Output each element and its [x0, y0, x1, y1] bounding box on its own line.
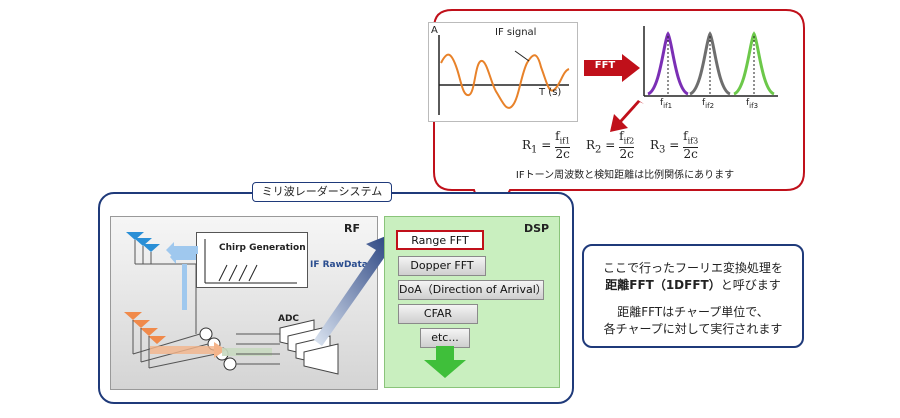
- note-line-3: 距離FFTはチャープ単位で、: [617, 305, 769, 319]
- system-title: ミリ波レーダーシステム: [252, 182, 392, 202]
- fft-arrow: [584, 54, 640, 82]
- if-signal-label: IF signal: [495, 27, 537, 38]
- spectrum-graph: fif1 fif2 fif3: [640, 20, 780, 112]
- explanation-note: ここで行ったフーリエ変換処理を 距離FFT（1DFFT）と呼びます 距離FFTは…: [582, 244, 804, 348]
- formula-r3: R3 = fif3 2c: [650, 129, 699, 162]
- peak-1: [647, 31, 689, 96]
- if-signal-wave: [440, 53, 570, 109]
- note-line-1: ここで行ったフーリエ変換処理を: [602, 261, 783, 275]
- if-signal-graph: A T (s) IF signal: [428, 22, 578, 122]
- peak-label-1: fif1: [660, 98, 673, 110]
- peak-label-2: fif2: [702, 98, 715, 110]
- dsp-step-etc: etc...: [420, 328, 470, 348]
- note-line-4: 各チャープに対して実行されます: [603, 322, 783, 336]
- fft-label: FFT: [594, 60, 616, 71]
- if-rawdata-label: IF RawData: [310, 260, 368, 270]
- dsp-step-range-fft: Range FFT: [396, 230, 484, 250]
- bubble-caption: IFトーン周波数と検知距離は比例関係にあります: [515, 170, 735, 181]
- rf-label: RF: [344, 222, 360, 235]
- note-line-2: 距離FFT（1DFFT）と呼びます: [605, 278, 781, 292]
- dsp-label: DSP: [524, 222, 550, 235]
- dsp-step-doa: DoA（Direction of Arrival）: [398, 280, 547, 300]
- red-down-arrow: [610, 100, 644, 132]
- dsp-step-cfar: CFAR: [398, 304, 478, 324]
- chirp-label: Chirp Generation: [219, 243, 306, 253]
- data-flow-arrow: [314, 232, 396, 346]
- y-axis-label: A: [431, 25, 438, 36]
- formula-r2: R2 = fif2 2c: [586, 129, 635, 162]
- peak-3: [733, 31, 775, 96]
- chirp-generation-box: Chirp Generation: [196, 232, 308, 288]
- peak-label-3: fif3: [746, 98, 759, 110]
- formula-r1: R1 = fif1 2c: [522, 129, 571, 162]
- peak-2: [689, 31, 731, 96]
- dsp-step-doppler-fft: Dopper FFT: [398, 256, 486, 276]
- down-arrow-icon: [424, 346, 466, 378]
- x-axis-label: T (s): [539, 87, 562, 98]
- adc-label: ADC: [278, 314, 300, 324]
